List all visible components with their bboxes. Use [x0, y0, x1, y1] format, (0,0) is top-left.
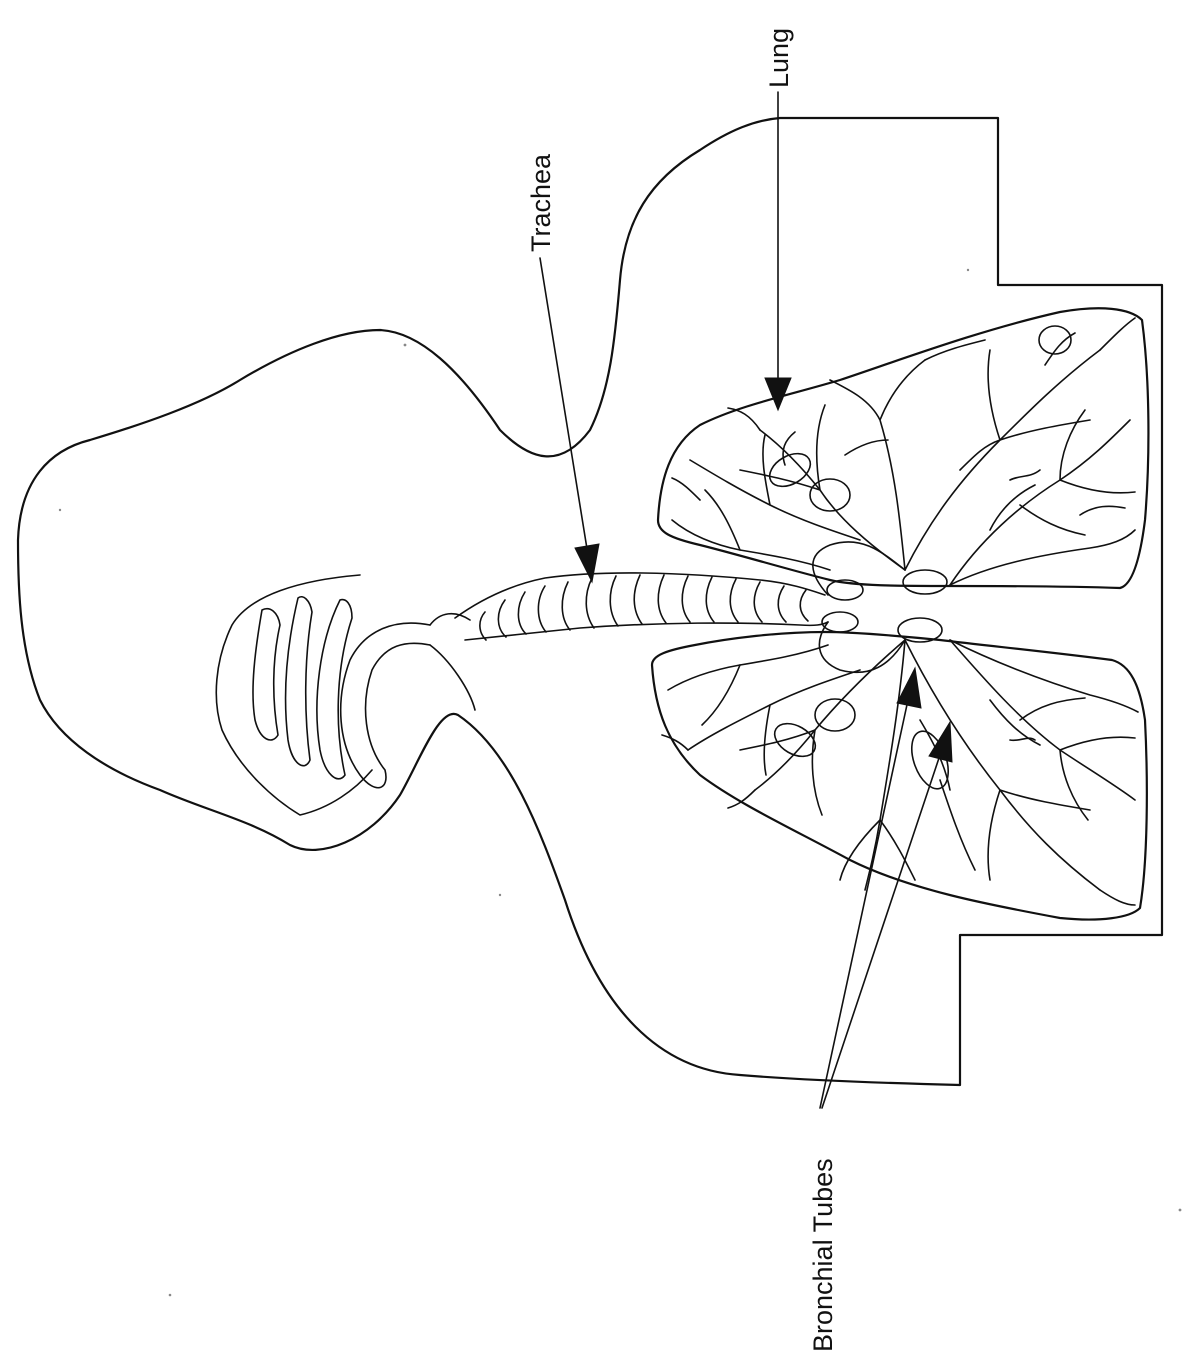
lower-lung-bronchial-tree [662, 640, 1138, 905]
trachea-cartilage-rings [480, 575, 808, 640]
nasal-cavity-outline [216, 575, 372, 815]
nasal-turbinate-3 [317, 600, 352, 779]
nasal-turbinate-1 [253, 609, 280, 740]
bronchial-tubes-leader-line-2 [822, 755, 940, 1108]
bronchial-tubes-leader-line-1 [820, 700, 908, 1108]
trachea-arrowhead [575, 544, 599, 582]
main-bronchi [813, 542, 947, 673]
nasal-turbinate-2 [286, 597, 312, 766]
lung-label: Lung [764, 28, 794, 88]
body-outline [18, 118, 1162, 1085]
trachea-label: Trachea [526, 153, 556, 252]
trachea-outline-upper [455, 573, 825, 618]
trachea-leader-line [540, 258, 588, 555]
bronchial-tubes-label: Bronchial Tubes [808, 1158, 838, 1352]
scan-specks [59, 269, 1182, 1297]
pharynx [430, 614, 475, 710]
